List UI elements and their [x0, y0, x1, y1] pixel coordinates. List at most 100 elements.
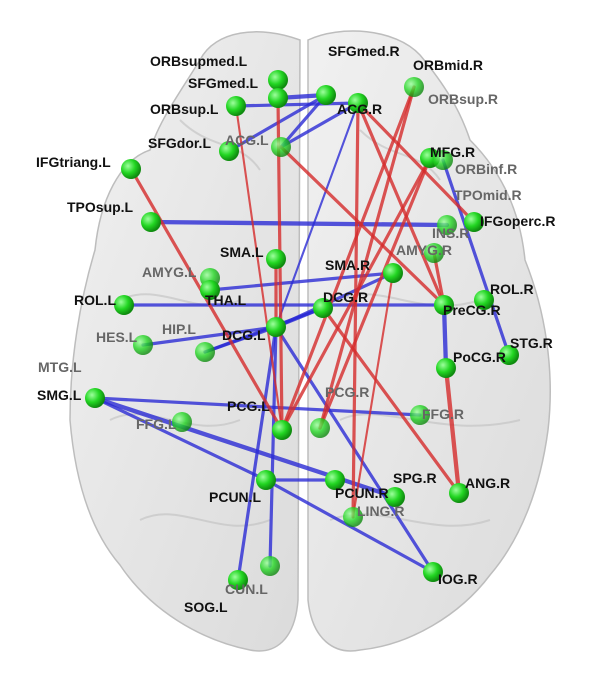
- node-FFG.L: [172, 412, 192, 432]
- label-LING.R: LING.R: [357, 503, 404, 519]
- label-HIP.L: HIP.L: [162, 321, 196, 337]
- edge-positive-MFG.R-PCG.L: [280, 156, 432, 432]
- label-SOG.L: SOG.L: [184, 599, 228, 615]
- edge-negative-PreCG.R-PoCG.R: [441, 302, 449, 371]
- label-HES.L: HES.L: [96, 329, 138, 345]
- node-CUN.L: [260, 556, 280, 576]
- node-SFGdor.L: [219, 141, 239, 161]
- label-MFG.R: MFG.R: [430, 144, 475, 160]
- node-PCG.L: [272, 420, 292, 440]
- edge-positive-ACG.R-LING.R: [351, 101, 360, 519]
- node-IFGoperc.R: [464, 212, 484, 232]
- label-IFGoperc.R: IFGoperc.R: [480, 213, 555, 229]
- node-ROL.R: [474, 290, 494, 310]
- node-ACG.R: [348, 93, 368, 113]
- node-SFGmed.L: [268, 88, 288, 108]
- label-ROL.L: ROL.L: [74, 292, 116, 308]
- label-INS.R: INS.R: [432, 225, 469, 241]
- node-HES.L: [133, 335, 153, 355]
- edge-negative-DCG.L-CUN.L: [268, 325, 278, 568]
- edge-negative-ACG.L-SFGmed.R: [279, 93, 328, 149]
- edge-positive-ORBsup.R-PCG.L: [280, 85, 416, 432]
- node-ORBsupmed.L: [268, 70, 288, 90]
- edge-positive-IFGtriang.L-PCG.L: [129, 167, 284, 432]
- label-SPG.R: SPG.R: [393, 470, 437, 486]
- brain-surface: [69, 30, 551, 652]
- edge-negative-TPOsup.L-INS.R: [148, 219, 450, 228]
- edge-negative-DCG.L-SOG.L: [236, 325, 278, 582]
- region-labels: ORBsupmed.L SFGmed.L ORBsup.L SFGdor.L ACG.L…: [36, 43, 555, 615]
- label-THA.L: THA.L: [205, 292, 247, 308]
- label-ORBsup.L: ORBsup.L: [150, 101, 219, 117]
- left-hemisphere: [69, 31, 301, 652]
- node-ACG.L: [271, 137, 291, 157]
- node-PoCG.R: [436, 358, 456, 378]
- label-SFGmed.L: SFGmed.L: [188, 75, 258, 91]
- label-ORBinf.R: ORBinf.R: [455, 161, 517, 177]
- label-TPOmid.R: TPOmid.R: [454, 187, 522, 203]
- edge-negative-ACG.L-ACG.R: [279, 101, 360, 149]
- label-PCUN.R: PCUN.R: [335, 485, 389, 501]
- edge-positive-ORBsup.L-PCG.L: [234, 104, 284, 432]
- edge-negative-ACG.R-DCG.L: [274, 101, 360, 329]
- edge-positive-ACG.R-IFGoperc.R: [356, 101, 476, 224]
- node-ORBinf.R: [433, 150, 453, 170]
- label-SMA.L: SMA.L: [220, 244, 264, 260]
- label-ACG.R: ACG.R: [337, 101, 382, 117]
- edge-positive-DCG.R-ANG.R: [321, 306, 461, 495]
- edge-negative-SMA.R-DCG.L: [274, 271, 395, 329]
- edge-negative-HIP.L-DCG.L: [203, 325, 278, 354]
- label-ORBmid.R: ORBmid.R: [413, 57, 483, 73]
- label-FFG.R: FFG.R: [422, 406, 464, 422]
- label-SMG.L: SMG.L: [37, 387, 82, 403]
- label-STG.R: STG.R: [510, 335, 553, 351]
- label-ORBsupmed.L: ORBsupmed.L: [150, 53, 248, 69]
- label-SFGmed.R: SFGmed.R: [328, 43, 400, 59]
- edge-positive-PoCG.R-ANG.R: [443, 365, 462, 496]
- label-DCG.R: DCG.R: [323, 289, 368, 305]
- node-SOG.L: [228, 570, 248, 590]
- label-IOG.R: IOG.R: [438, 571, 478, 587]
- node-PCG.R: [310, 418, 330, 438]
- label-ANG.R: ANG.R: [465, 475, 510, 491]
- node-TPOsup.L: [141, 212, 161, 232]
- label-PCG.L: PCG.L: [227, 398, 270, 414]
- node-SMA.L: [266, 249, 286, 269]
- edge-positive-ORBsup.R-PCG.R: [318, 85, 416, 430]
- node-INS.R: [437, 215, 457, 235]
- node-ANG.R: [449, 483, 469, 503]
- label-MTG.L: MTG.L: [38, 359, 82, 375]
- edge-negative-ORBsup.L-ACG.R: [234, 101, 360, 108]
- label-PCG.R: PCG.R: [325, 384, 369, 400]
- node-PCUN.L: [256, 470, 276, 490]
- right-hemisphere: [307, 30, 551, 652]
- node-HIP.L: [195, 342, 215, 362]
- edge-negative-ORBinf.R-STG.R: [441, 158, 511, 357]
- node-ORBsup.L: [226, 96, 246, 116]
- label-IFGtriang.L: IFGtriang.L: [36, 154, 111, 170]
- node-LING.R: [343, 507, 363, 527]
- node-PreCG.R: [434, 295, 454, 315]
- edge-negative-SMG.L-FFG.R: [93, 396, 422, 417]
- node-AMYG.R: [424, 243, 444, 263]
- node-ROL.L: [114, 295, 134, 315]
- label-SFGdor.L: SFGdor.L: [148, 135, 211, 151]
- label-FFG.L: FFG.L: [136, 416, 177, 432]
- label-ROL.R: ROL.R: [490, 281, 534, 297]
- label-AMYG.L: AMYG.L: [142, 264, 197, 280]
- node-PCUN.R: [325, 470, 345, 490]
- edge-positive-ACG.L-PreCG.R: [279, 145, 446, 307]
- edge-negative-DCG.L-HES.L: [141, 325, 278, 347]
- label-ORBsup.R: ORBsup.R: [428, 91, 498, 107]
- node-SPG.R: [385, 487, 405, 507]
- node-DCG.L: [266, 317, 286, 337]
- edge-positive-MFG.R-PCG.R: [318, 156, 432, 430]
- node-THA.L: [200, 280, 220, 300]
- label-PCUN.L: PCUN.L: [209, 489, 262, 505]
- node-STG.R: [499, 345, 519, 365]
- label-CUN.L: CUN.L: [225, 581, 268, 597]
- node-SMA.R: [383, 263, 403, 283]
- label-ACG.L: ACG.L: [225, 132, 269, 148]
